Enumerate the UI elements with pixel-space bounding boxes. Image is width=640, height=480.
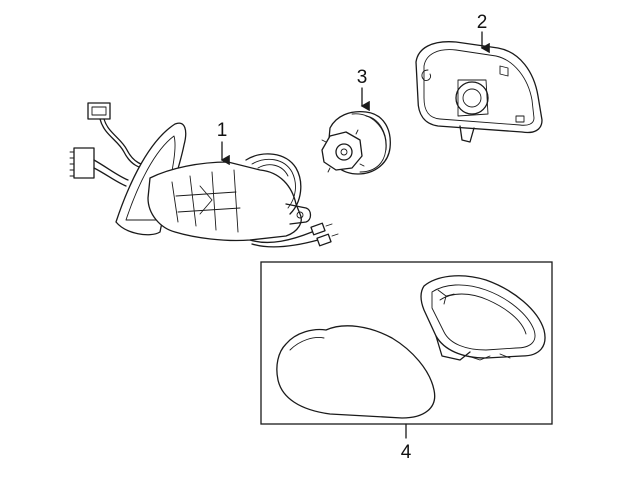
part-1-mirror-assembly[interactable] — [69, 102, 339, 248]
part-2-mirror-glass[interactable] — [415, 41, 543, 143]
part-4-cover-kit[interactable] — [260, 261, 553, 425]
callout-2: 2 — [477, 12, 488, 33]
part-3-motor[interactable] — [321, 110, 391, 175]
wire-connector-lower — [69, 147, 129, 187]
callout-3: 3 — [357, 67, 368, 88]
mirror-housing-frame — [420, 275, 546, 359]
mirror-cover-cap — [276, 325, 436, 419]
callout-1: 1 — [217, 120, 228, 141]
callout-4: 4 — [401, 442, 412, 463]
wire-connector-upper — [87, 102, 153, 170]
